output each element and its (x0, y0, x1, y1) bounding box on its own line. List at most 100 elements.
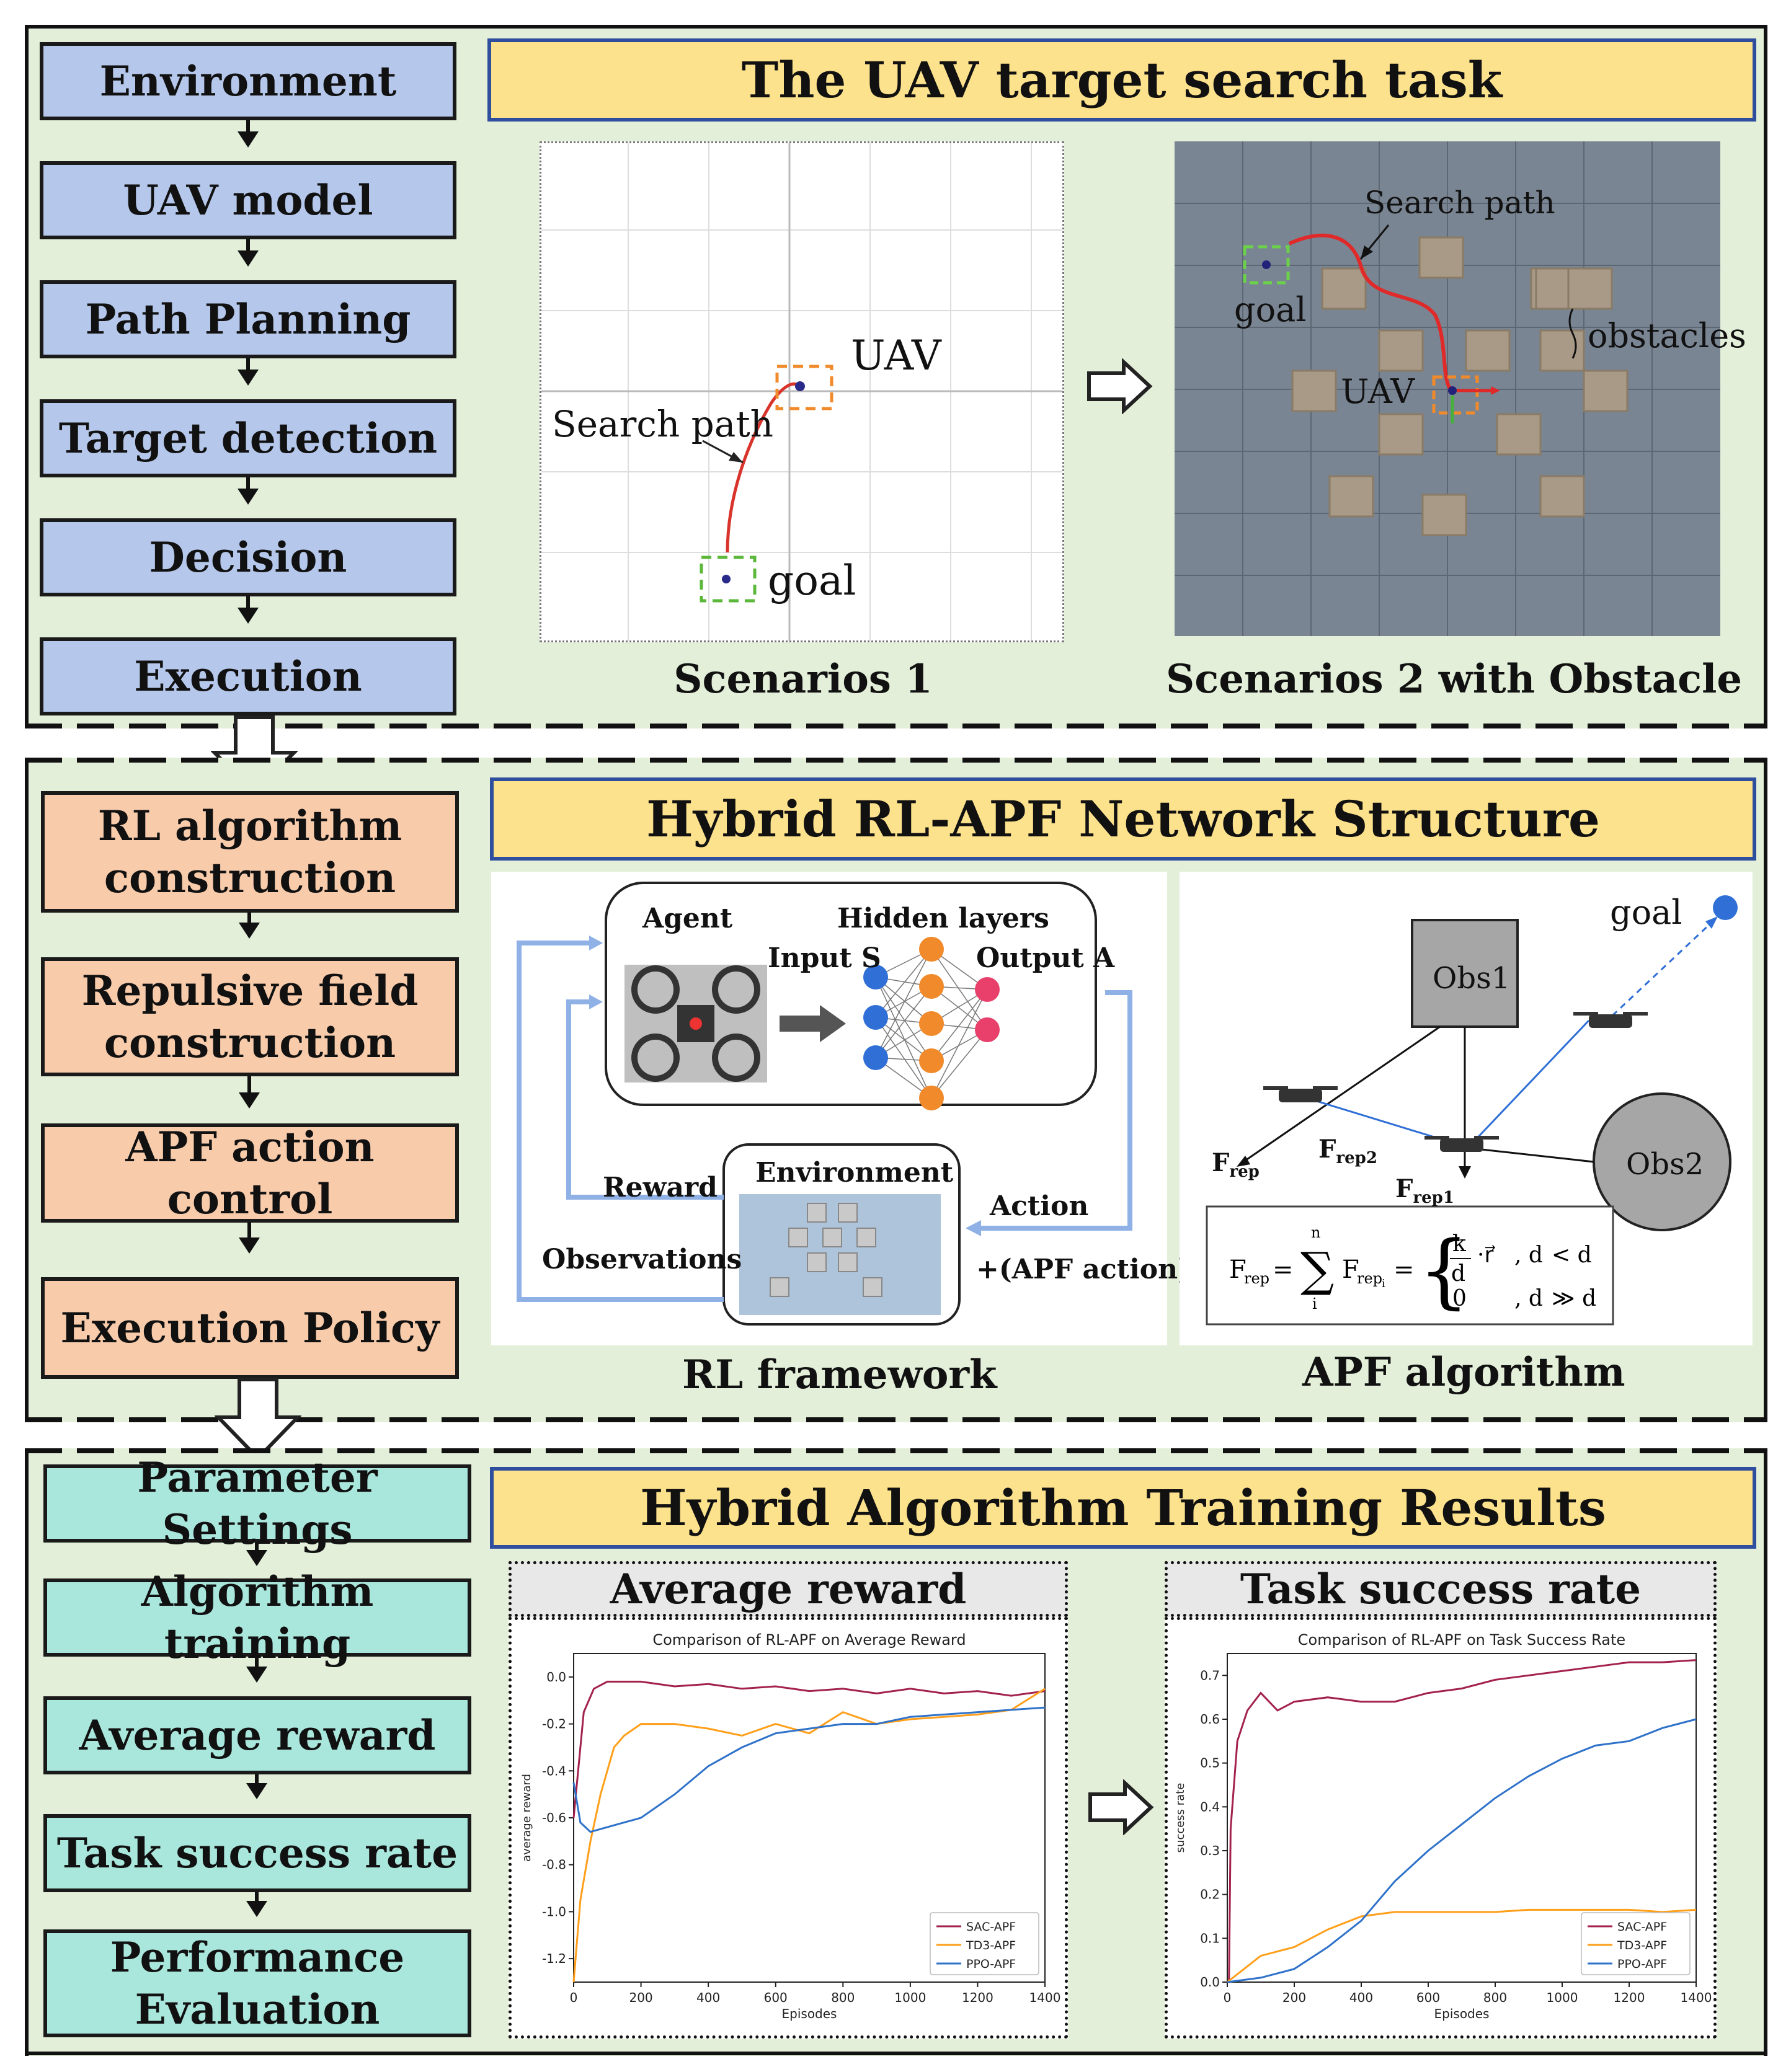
y-axis-label: success rate (1174, 1783, 1187, 1853)
x-axis-label: Episodes (782, 2006, 837, 2021)
legend-box (930, 1912, 1039, 1975)
rl-apf-action-label: +(APF action) (976, 1254, 1191, 1285)
svg-text:F: F (1229, 1255, 1247, 1284)
y-tick-label: 0.0 (546, 1670, 566, 1685)
apf-goal-label: goal (1610, 893, 1682, 932)
rl-framework-caption: RL framework (682, 1352, 997, 1398)
step-uav-model: UAV model (40, 161, 456, 239)
svg-text:F: F (1342, 1255, 1359, 1284)
step-parameter-settings: Parameter Settings (43, 1453, 471, 1554)
success-chart-heading: Task success rate (1240, 1565, 1642, 1613)
step-label: Execution Policy (60, 1304, 440, 1352)
step-label: Algorithm training (141, 1567, 374, 1668)
rl-hidden-layers-label: Hidden layers (837, 903, 1049, 934)
apf-panel: F rep = ∑ n i F rep i = { k d ·r⃗ , d < … (1180, 872, 1753, 1345)
step-label: Environment (99, 57, 397, 105)
flow-arrow (246, 1892, 267, 1917)
svg-text:, d: , d (1514, 1242, 1543, 1268)
series-line-td3-apf (1227, 1908, 1697, 1983)
y-tick-label: 0.2 (1200, 1887, 1220, 1902)
success-chart-header: Task success rate (1165, 1561, 1717, 1617)
svg-text:i: i (1312, 1295, 1317, 1313)
apf-frep1-label: Frep1 (1395, 1174, 1454, 1207)
legend-label: TD3-APF (966, 1939, 1016, 1952)
frep1-subscript: rep1 (1413, 1189, 1454, 1207)
step-label: UAV model (123, 176, 373, 224)
y-tick-label: 0.4 (1200, 1799, 1220, 1814)
scenario1-caption: Scenarios 1 (673, 656, 933, 702)
flow-arrow (239, 1223, 260, 1254)
y-tick-label: 0.5 (1200, 1756, 1220, 1771)
success-chart-box: Comparison of RL-APF on Task Success Rat… (1165, 1617, 1717, 2039)
reward-chart-heading: Average reward (610, 1565, 967, 1613)
y-tick-label: -0.6 (542, 1810, 566, 1825)
section-results-frame (25, 1448, 1767, 2056)
right-hollow-arrow-icon (1087, 358, 1153, 414)
y-tick-label: -1.0 (542, 1904, 566, 1919)
step-repulsive-field: Repulsive field construction (41, 957, 459, 1076)
success-chart: Comparison of RL-APF on Task Success Rat… (1174, 1631, 1712, 2021)
series-line-sac-apf (572, 1680, 1046, 1818)
svg-text:d: d (1451, 1261, 1465, 1286)
svg-text:=: = (1273, 1255, 1294, 1284)
frep2-letter: F (1318, 1135, 1336, 1164)
rl-environment-label: Environment (755, 1157, 954, 1189)
step-rl-construction: RL algorithm construction (41, 791, 459, 913)
scenario2-caption: Scenarios 2 with Obstacle (1166, 656, 1743, 702)
step-label: Average reward (79, 1711, 436, 1760)
flow-arrow (238, 120, 259, 148)
scenario1-path-label: Search path (552, 403, 774, 445)
x-tick-label: 200 (629, 1990, 652, 2005)
step-label: Path Planning (85, 295, 411, 343)
legend-label: SAC-APF (966, 1920, 1016, 1934)
y-tick-label: -1.2 (542, 1951, 566, 1966)
flow-arrow (238, 477, 259, 505)
step-algorithm-training: Algorithm training (43, 1567, 471, 1668)
scenario1-panel (540, 141, 1064, 642)
svg-text:{: { (1418, 1223, 1470, 1317)
x-tick-label: 800 (831, 1990, 855, 2005)
step-performance-evaluation: Performance Evaluation (43, 1929, 471, 2037)
x-tick-label: 1200 (962, 1990, 993, 2005)
frep1-letter: F (1395, 1174, 1413, 1203)
x-tick-label: 1400 (1681, 1990, 1712, 2005)
step-task-success-rate: Task success rate (43, 1814, 471, 1892)
title-text: Hybrid RL-APF Network Structure (646, 790, 1600, 848)
step-environment: Environment (40, 42, 456, 120)
flow-arrow (246, 1774, 267, 1799)
x-tick-label: 200 (1282, 1990, 1306, 2005)
y-tick-label: 0.3 (1200, 1843, 1220, 1858)
y-tick-label: 0.6 (1200, 1712, 1220, 1727)
svg-text:∑: ∑ (1300, 1242, 1334, 1297)
right-hollow-arrow-icon (1088, 1779, 1154, 1835)
scenario2-obstacles-label: obstacles (1588, 316, 1746, 355)
section-task-frame (25, 25, 1767, 728)
x-tick-label: 0 (570, 1990, 578, 2005)
rl-observations-label: Observations (542, 1244, 742, 1275)
frep-letter: F (1212, 1148, 1230, 1177)
svg-text:=: = (1393, 1255, 1415, 1284)
series-line-sac-apf (1227, 1659, 1697, 1983)
svg-text:rep: rep (1357, 1270, 1382, 1287)
x-tick-label: 1200 (1614, 1990, 1645, 2005)
x-tick-label: 400 (696, 1990, 720, 2005)
x-tick-label: 0 (1224, 1990, 1232, 2005)
scenario2-scene (1175, 141, 1720, 636)
x-tick-label: 1000 (894, 1990, 926, 2005)
title-network: Hybrid RL-APF Network Structure (490, 777, 1756, 861)
frep2-subscript: rep2 (1336, 1149, 1377, 1167)
rl-reward-label: Reward (603, 1172, 718, 1203)
flow-arrow (238, 596, 259, 624)
series-line-ppo-apf (1227, 1718, 1697, 1983)
step-label: Execution (134, 652, 362, 701)
scenario2-uav-label: UAV (1341, 372, 1415, 411)
step-label: RL algorithm construction (97, 802, 402, 902)
rl-framework-panel (491, 872, 1167, 1345)
frep-subscript: rep (1229, 1162, 1260, 1181)
legend-label: PPO-APF (1617, 1957, 1667, 1971)
scenario1-goal-label: goal (768, 557, 856, 604)
step-label: APF action control (125, 1123, 375, 1223)
svg-text:< d: < d (1552, 1242, 1592, 1268)
y-tick-label: -0.2 (542, 1717, 566, 1732)
